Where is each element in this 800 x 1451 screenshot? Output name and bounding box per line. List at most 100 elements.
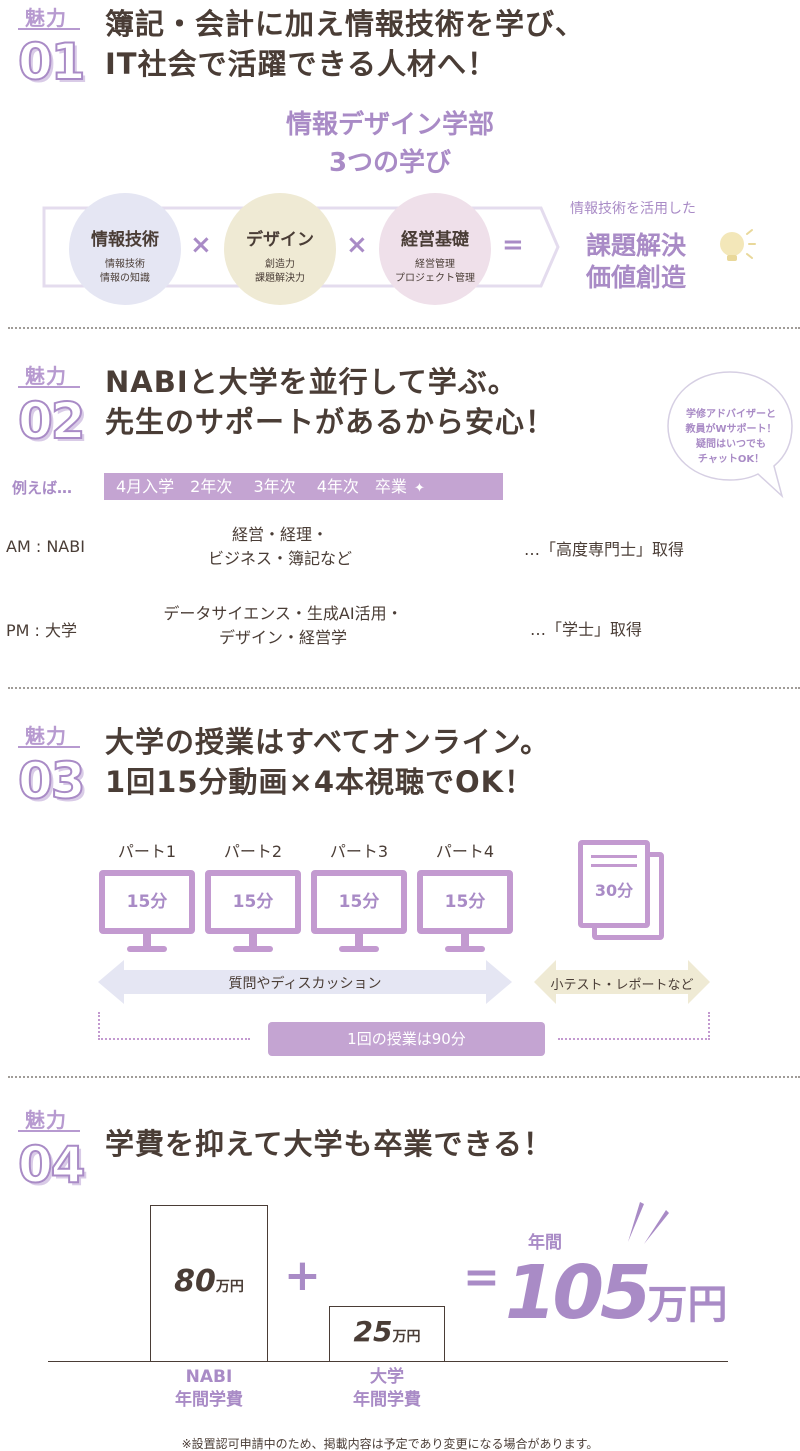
total-fee-unit: 万円: [647, 1282, 728, 1328]
section-number: 03: [17, 752, 87, 810]
univ-fee-label: 大学 年間学費: [329, 1366, 445, 1412]
section-title-line1: NABIと大学を並行して学ぶ。: [105, 365, 518, 399]
section-label: 魅力: [25, 1108, 67, 1132]
monitor-base: [339, 946, 379, 952]
monitor-icon: 15分: [99, 870, 195, 934]
section-label: 魅力: [25, 724, 67, 748]
bracket-right: [558, 1012, 710, 1040]
disclaimer-note: ※設置認可申請中のため、掲載内容は予定であり変更になる場合があります。: [181, 1437, 599, 1451]
speech-bubble-shape: [667, 371, 793, 499]
doc-line: [591, 855, 637, 858]
part-label: パート1: [117, 842, 177, 861]
learning-circle-management: 経営基礎 経営管理 プロジェクト管理: [379, 193, 491, 305]
section-03: 魅力 03 大学の授業はすべてオンライン。 1回15分動画×4本視聴でOK！ パ…: [0, 690, 800, 1070]
pm-subjects-line1: データサイエンス・生成AI活用・: [163, 604, 403, 623]
section-title-line2: IT社会で活躍できる人材へ！: [105, 47, 497, 81]
speech-bubble-text: 学修アドバイザーと 教員がWサポート！ 疑問はいつでも チャットOK！: [670, 407, 792, 467]
section-title-line1: 大学の授業はすべてオンライン。: [105, 725, 551, 759]
monitor-base: [445, 946, 485, 952]
label-underline: [18, 386, 80, 388]
video-part-4: パート4 15分: [415, 838, 515, 952]
learning-circle-design: デザイン 創造力 課題解決力: [224, 193, 336, 305]
faculty-heading-line1: 情報デザイン学部: [285, 110, 494, 140]
am-label: AM : NABI: [6, 537, 85, 556]
monitor-icon: 15分: [417, 870, 513, 934]
section-number: 02: [17, 392, 87, 450]
total-time-badge: 1回の授業は90分: [268, 1022, 545, 1056]
total-fee: 105万円: [505, 1250, 727, 1336]
label-underline: [18, 746, 80, 748]
pm-result: …「学士」取得: [530, 620, 643, 639]
circle-sub2: 情報の知識: [100, 273, 150, 284]
timeline-text: 4月入学 2年次 3年次 4年次 卒業: [116, 477, 407, 496]
section-number: 01: [17, 33, 87, 91]
document-icon: 30分: [578, 840, 650, 928]
lightbulb-icon: [720, 229, 756, 261]
am-result: …「高度専門士」取得: [524, 540, 685, 559]
nabi-fee-label-line1: NABI: [185, 1367, 233, 1387]
example-label: 例えば…: [12, 479, 73, 497]
bubble-line: 疑問はいつでも: [696, 439, 766, 450]
equals-symbol: =: [502, 230, 524, 260]
doc-line: [591, 864, 637, 867]
nabi-fee-label: NABI 年間学費: [150, 1366, 268, 1412]
part-label: パート4: [435, 842, 495, 861]
circle-sub1: 経営管理: [415, 259, 455, 270]
monitor-stand: [143, 934, 151, 946]
section-title-line1: 学費を抑えて大学も卒業できる！: [105, 1127, 553, 1161]
monitor-base: [233, 946, 273, 952]
univ-fee-amount: 25: [353, 1315, 393, 1348]
univ-fee-box: 25万円: [329, 1306, 445, 1362]
baseline: [48, 1361, 728, 1362]
result-line2: 価値創造: [586, 263, 687, 292]
part-label: パート3: [329, 842, 389, 861]
section-divider: [8, 327, 800, 329]
pm-subjects-line2: デザイン・経営学: [218, 628, 347, 647]
circle-title: 経営基礎: [401, 230, 469, 250]
am-subjects-line1: 経営・経理・: [231, 525, 328, 544]
circle-title: デザイン: [246, 230, 314, 250]
pm-label: PM : 大学: [6, 621, 78, 640]
video-part-2: パート2 15分: [203, 838, 303, 952]
univ-fee-unit: 万円: [392, 1329, 421, 1345]
am-subjects: 経営・経理・ ビジネス・簿記など: [175, 523, 385, 571]
nabi-fee-amount: 80: [174, 1264, 216, 1299]
plus-symbol: +: [284, 1250, 321, 1301]
label-underline: [18, 28, 80, 30]
section-04: 魅力 04 学費を抑えて大学も卒業できる！ 80万円 + 25万円 = 年間 1…: [0, 1080, 800, 1451]
test-label: 小テスト・レポートなど: [550, 978, 694, 993]
bubble-line: チャットOK！: [697, 454, 765, 465]
result-line1: 課題解決: [586, 231, 687, 260]
monitor-stand: [355, 934, 363, 946]
label-underline: [18, 1130, 80, 1132]
univ-fee-label-line1: 大学: [370, 1367, 404, 1387]
video-part-3: パート3 15分: [309, 838, 409, 952]
circle-sub2: プロジェクト管理: [395, 273, 475, 284]
section-label: 魅力: [25, 364, 67, 388]
circle-title: 情報技術: [91, 230, 159, 250]
monitor-stand: [461, 934, 469, 946]
part-label: パート2: [223, 842, 283, 861]
nabi-fee-unit: 万円: [215, 1279, 244, 1295]
bubble-line: 学修アドバイザーと: [686, 409, 776, 420]
monitor-icon: 15分: [311, 870, 407, 934]
learning-circle-it: 情報技術 情報技術 情報の知識: [69, 193, 181, 305]
monitor-icon: 15分: [205, 870, 301, 934]
test-arrow: [534, 960, 710, 1004]
monitor-base: [127, 946, 167, 952]
total-fee-amount: 105: [505, 1250, 651, 1336]
monitor-stand: [249, 934, 257, 946]
video-part-1: パート1 15分: [97, 838, 197, 952]
bracket-left: [98, 1012, 250, 1040]
bubble-line: 教員がWサポート！: [685, 424, 777, 435]
am-subjects-line2: ビジネス・簿記など: [207, 549, 352, 568]
univ-fee-label-line2: 年間学費: [353, 1390, 421, 1410]
section-title-line2: 1回15分動画×4本視聴でOK！: [105, 765, 535, 799]
emphasis-lines-icon: [628, 1202, 669, 1244]
discussion-label: 質問やディスカッション: [228, 976, 382, 992]
nabi-fee-box: 80万円: [150, 1205, 268, 1362]
section-divider: [8, 687, 800, 689]
equals-symbol: =: [463, 1252, 500, 1303]
section-title-line2: 先生のサポートがあるから安心！: [105, 405, 556, 439]
section-divider: [8, 1076, 800, 1078]
